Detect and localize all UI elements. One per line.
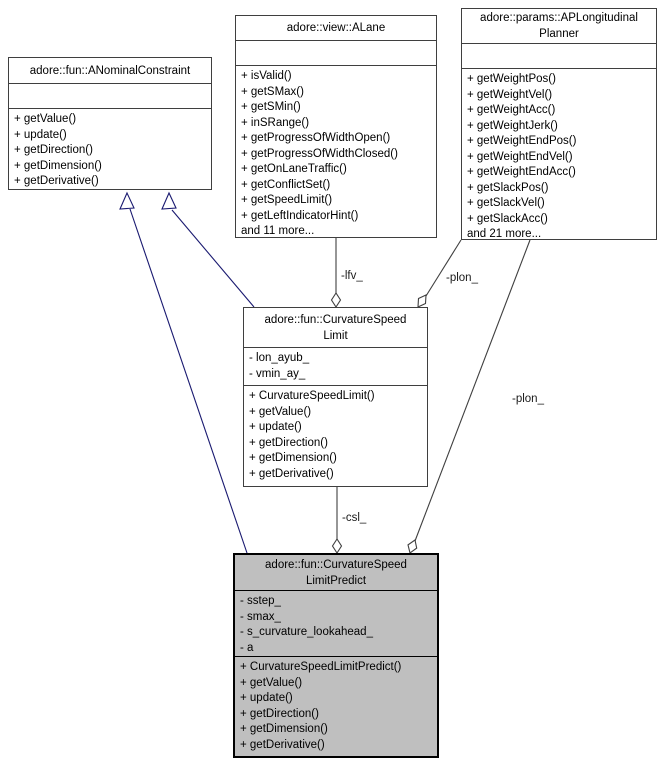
class-title-line: adore::params::APLongitudinal (480, 12, 638, 24)
class-title: adore::fun::ANominalConstraint (9, 58, 211, 84)
method-item: + getDirection() (240, 707, 319, 720)
attributes-compartment (9, 84, 211, 109)
method-item: + getDerivative() (240, 738, 325, 751)
attribute-item: - s_curvature_lookahead_ (240, 626, 373, 638)
method-item: + getDimension() (249, 452, 337, 464)
attribute-item: - smax_ (240, 610, 281, 623)
methods-compartment: + isValid() + getSMax() + getSMin() + in… (236, 66, 436, 237)
method-item: + getOnLaneTraffic() (241, 163, 347, 175)
hollow-triangle-arrowhead (119, 191, 135, 210)
method-item: + getSlackAcc() (467, 212, 548, 225)
class-title: adore::params::APLongitudinal Planner (462, 9, 656, 44)
method-item: + getWeightEndAcc() (467, 166, 576, 178)
method-item: + CurvatureSpeedLimit() (249, 390, 375, 402)
method-item: + getWeightEndVel() (467, 150, 573, 163)
method-item: and 11 more... (241, 225, 315, 237)
method-item: + getWeightPos() (467, 73, 556, 85)
attributes-compartment: - sstep_ - smax_ - s_curvature_lookahead… (235, 591, 437, 657)
attribute-item: - vmin_ay_ (249, 367, 306, 380)
inheritance-edge-predict-to-anominalconstraint (119, 191, 248, 554)
class-box-curvaturespeedlimitpredict: adore::fun::CurvatureSpeed LimitPredict … (233, 553, 439, 758)
method-item: + getSMin() (241, 101, 301, 113)
class-box-anominalconstraint[interactable]: adore::fun::ANominalConstraint + getValu… (8, 57, 212, 190)
method-item: + getDimension() (240, 723, 328, 735)
attributes-compartment (462, 44, 656, 69)
class-title: adore::fun::CurvatureSpeed LimitPredict (235, 555, 437, 591)
method-item: + getWeightEndPos() (467, 135, 577, 147)
method-item: + getDirection() (14, 144, 93, 156)
hollow-triangle-arrowhead (161, 191, 177, 210)
attribute-item: - a (240, 641, 254, 654)
method-item: + getSlackVel() (467, 197, 545, 209)
method-item: + CurvatureSpeedLimitPredict() (240, 661, 402, 673)
aggregation-edge-lfv: -lfv_ (330, 238, 363, 309)
method-item: + getWeightJerk() (467, 119, 558, 132)
edge-label-csl: -csl_ (342, 512, 367, 524)
aggregation-edge-plon-lower: -plon_ (407, 239, 545, 554)
attribute-item: - lon_ayub_ (249, 352, 310, 364)
attribute-item: - sstep_ (240, 595, 281, 607)
method-item: + getDerivative() (14, 175, 99, 187)
open-diamond (331, 537, 343, 555)
class-title-line: adore::view::ALane (286, 22, 386, 34)
method-item: + getProgressOfWidthClosed() (241, 147, 398, 160)
class-box-alane[interactable]: adore::view::ALane + isValid() + getSMax… (235, 15, 437, 238)
method-item: + update() (14, 128, 67, 141)
attributes-compartment: - lon_ayub_ - vmin_ay_ (244, 348, 427, 386)
aggregation-edge-plon-upper: -plon_ (417, 239, 479, 308)
methods-compartment: + getValue() + update() + getDirection()… (9, 109, 211, 189)
method-item: + getValue() (240, 676, 303, 689)
method-item: + isValid() (241, 70, 292, 82)
methods-compartment: + CurvatureSpeedLimit() + getValue() + u… (244, 386, 427, 486)
method-item: + update() (249, 421, 302, 433)
method-item: + getProgressOfWidthOpen() (241, 132, 391, 144)
attributes-compartment (236, 41, 436, 66)
edge-label-lfv: -lfv_ (341, 270, 363, 282)
open-diamond (417, 294, 427, 308)
method-item: + getValue() (249, 405, 312, 418)
method-item: + getDirection() (249, 436, 328, 449)
method-item: + getDerivative() (249, 467, 334, 480)
inheritance-edge-limit-to-anominalconstraint (161, 191, 255, 308)
open-diamond (407, 539, 418, 554)
class-title-line: LimitPredict (305, 574, 367, 587)
method-item: + getValue() (14, 113, 77, 125)
methods-compartment: + getWeightPos() + getWeightVel() + getW… (462, 69, 656, 239)
class-title: adore::view::ALane (236, 16, 436, 41)
open-diamond (330, 291, 342, 309)
method-item: + getSlackPos() (467, 181, 549, 194)
class-title-line: adore::fun::CurvatureSpeed (265, 558, 407, 571)
class-title: adore::fun::CurvatureSpeed Limit (244, 308, 427, 348)
method-item: + getSMax() (241, 85, 304, 98)
class-title-line: Planner (539, 28, 579, 40)
method-item: + getDimension() (14, 159, 102, 172)
method-item: + getWeightAcc() (467, 104, 556, 116)
method-item: + inSRange() (241, 116, 310, 129)
class-title-line: adore::fun::ANominalConstraint (29, 64, 191, 77)
edge-label-plon-upper: -plon_ (446, 272, 479, 284)
method-item: + getSpeedLimit() (241, 194, 333, 206)
method-item: and 21 more... (467, 228, 542, 239)
method-item: + getConflictSet() (241, 178, 331, 191)
class-title-line: Limit (323, 329, 348, 342)
class-title-line: adore::fun::CurvatureSpeed (264, 313, 407, 326)
edge-label-plon-lower: -plon_ (512, 393, 545, 405)
aggregation-edge-csl: -csl_ (331, 487, 367, 555)
method-item: + getWeightVel() (467, 88, 553, 101)
class-box-aplongitudinalplanner[interactable]: adore::params::APLongitudinal Planner + … (461, 8, 657, 240)
class-box-curvaturespeedlimit[interactable]: adore::fun::CurvatureSpeed Limit - lon_a… (243, 307, 428, 487)
method-item: + update() (240, 692, 293, 704)
method-item: + getLeftIndicatorHint() (241, 209, 359, 222)
methods-compartment: + CurvatureSpeedLimitPredict() + getValu… (235, 657, 437, 756)
